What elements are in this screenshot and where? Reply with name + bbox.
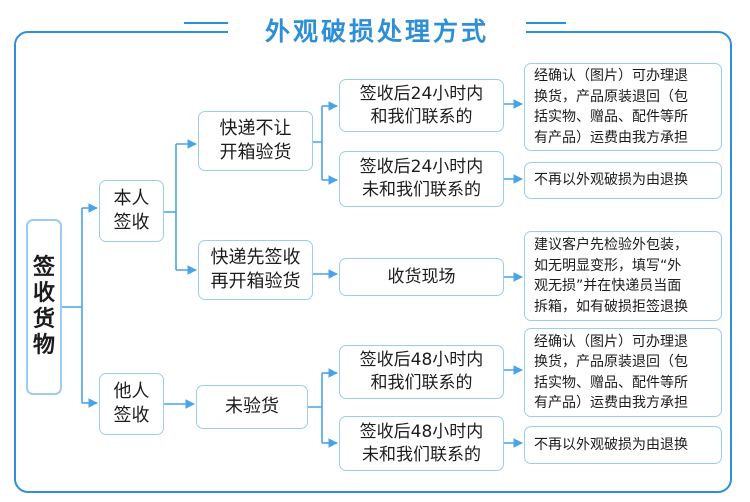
result-inspect-line4: 拆箱，如有破损拒签退换 xyxy=(534,298,688,315)
title-rule-right xyxy=(520,22,566,24)
receiver-self-line1: 本人 xyxy=(113,188,150,209)
receiver-self-node: 本人 签收 xyxy=(99,180,164,242)
root-node: 签收货物 xyxy=(26,219,62,395)
result-refund-24h-line4: 有产品）运费由我方承担 xyxy=(534,129,688,146)
receiver-other-node: 他人 签收 xyxy=(99,373,164,435)
link-root-trunk xyxy=(62,208,83,403)
condition-24h-contacted-line2: 和我们联系的 xyxy=(370,106,473,127)
result-refund-24h-line3: 括实物、赠品、配件等所 xyxy=(534,109,688,125)
root-label: 签收货物 xyxy=(32,255,55,358)
title-rule-left xyxy=(184,22,230,24)
condition-24h-contacted-node: 签收后24小时内 和我们联系的 xyxy=(339,79,504,132)
condition-48h-contacted-line1: 签收后48小时内 xyxy=(359,350,484,370)
mode-no-open-line2: 开箱验货 xyxy=(219,142,292,163)
result-no-return-24h-label: 不再以外观破损为由退换 xyxy=(534,172,688,189)
link-mode3-trunk xyxy=(308,373,323,443)
condition-24h-not-contacted-line2: 未和我们联系的 xyxy=(361,180,481,200)
result-refund-24h-node: 经确认（图片）可办理退 换货，产品原装退回（包 括实物、赠品、配件等所 有产品）… xyxy=(524,63,722,151)
mode-sign-first-node: 快递先签收 再开箱验货 xyxy=(198,240,313,300)
result-inspect-line2: 如无明显变形，填写“外 xyxy=(534,257,682,274)
condition-48h-not-contacted-line1: 签收后48小时内 xyxy=(359,421,484,442)
mode-no-open-line1: 快递不让 xyxy=(219,118,292,139)
mode-unchecked-node: 未验货 xyxy=(196,385,308,429)
result-inspect-line1: 建议客户先检验外包装， xyxy=(534,237,688,253)
title-banner: 外观破损处理方式 xyxy=(228,8,526,52)
condition-onsite-label: 收货现场 xyxy=(387,266,456,287)
result-inspect-line3: 观无损”并在快递员当面 xyxy=(534,278,682,294)
mode-unchecked-label: 未验货 xyxy=(225,396,279,417)
condition-onsite-node: 收货现场 xyxy=(339,258,504,296)
condition-24h-contacted-line1: 签收后24小时内 xyxy=(359,83,484,104)
result-no-return-48h-node: 不再以外观破损为由退换 xyxy=(524,426,722,464)
diagram-title: 外观破损处理方式 xyxy=(264,17,489,46)
result-no-return-24h-node: 不再以外观破损为由退换 xyxy=(524,162,722,199)
condition-48h-not-contacted-node: 签收后48小时内 未和我们联系的 xyxy=(339,416,504,471)
result-refund-24h-line2: 换货，产品原装退回（包 xyxy=(534,88,688,105)
mode-sign-first-line2: 再开箱验货 xyxy=(210,271,301,292)
receiver-other-line2: 签收 xyxy=(113,405,150,426)
result-refund-48h-node: 经确认（图片）可办理退 换货，产品原装退回（包 括实物、赠品、配件等所 有产品）… xyxy=(524,328,722,417)
result-refund-48h-line2: 换货，产品原装退回（包 xyxy=(534,354,688,370)
link-self-trunk xyxy=(164,144,177,270)
mode-sign-first-line1: 快递先签收 xyxy=(210,247,301,268)
condition-24h-not-contacted-node: 签收后24小时内 未和我们联系的 xyxy=(339,151,504,207)
result-refund-24h-line1: 经确认（图片）可办理退 xyxy=(534,68,688,84)
link-mode1-trunk xyxy=(313,106,323,180)
condition-24h-not-contacted-line1: 签收后24小时内 xyxy=(359,157,484,177)
condition-48h-not-contacted-line2: 未和我们联系的 xyxy=(361,444,481,465)
condition-48h-contacted-line2: 和我们联系的 xyxy=(370,373,473,393)
receiver-self-line2: 签收 xyxy=(113,212,150,233)
result-refund-48h-line3: 括实物、赠品、配件等所 xyxy=(534,374,688,391)
mode-no-open-node: 快递不让 开箱验货 xyxy=(198,111,313,171)
result-inspect-node: 建议客户先检验外包装， 如无明显变形，填写“外 观无损”并在快递员当面 拆箱，如… xyxy=(524,231,722,321)
receiver-other-line1: 他人 xyxy=(113,381,150,402)
result-no-return-48h-label: 不再以外观破损为由退换 xyxy=(534,436,688,453)
condition-48h-contacted-node: 签收后48小时内 和我们联系的 xyxy=(339,345,504,399)
result-refund-48h-line4: 有产品）运费由我方承担 xyxy=(534,395,688,411)
result-refund-48h-line1: 经确认（图片）可办理退 xyxy=(534,333,688,350)
